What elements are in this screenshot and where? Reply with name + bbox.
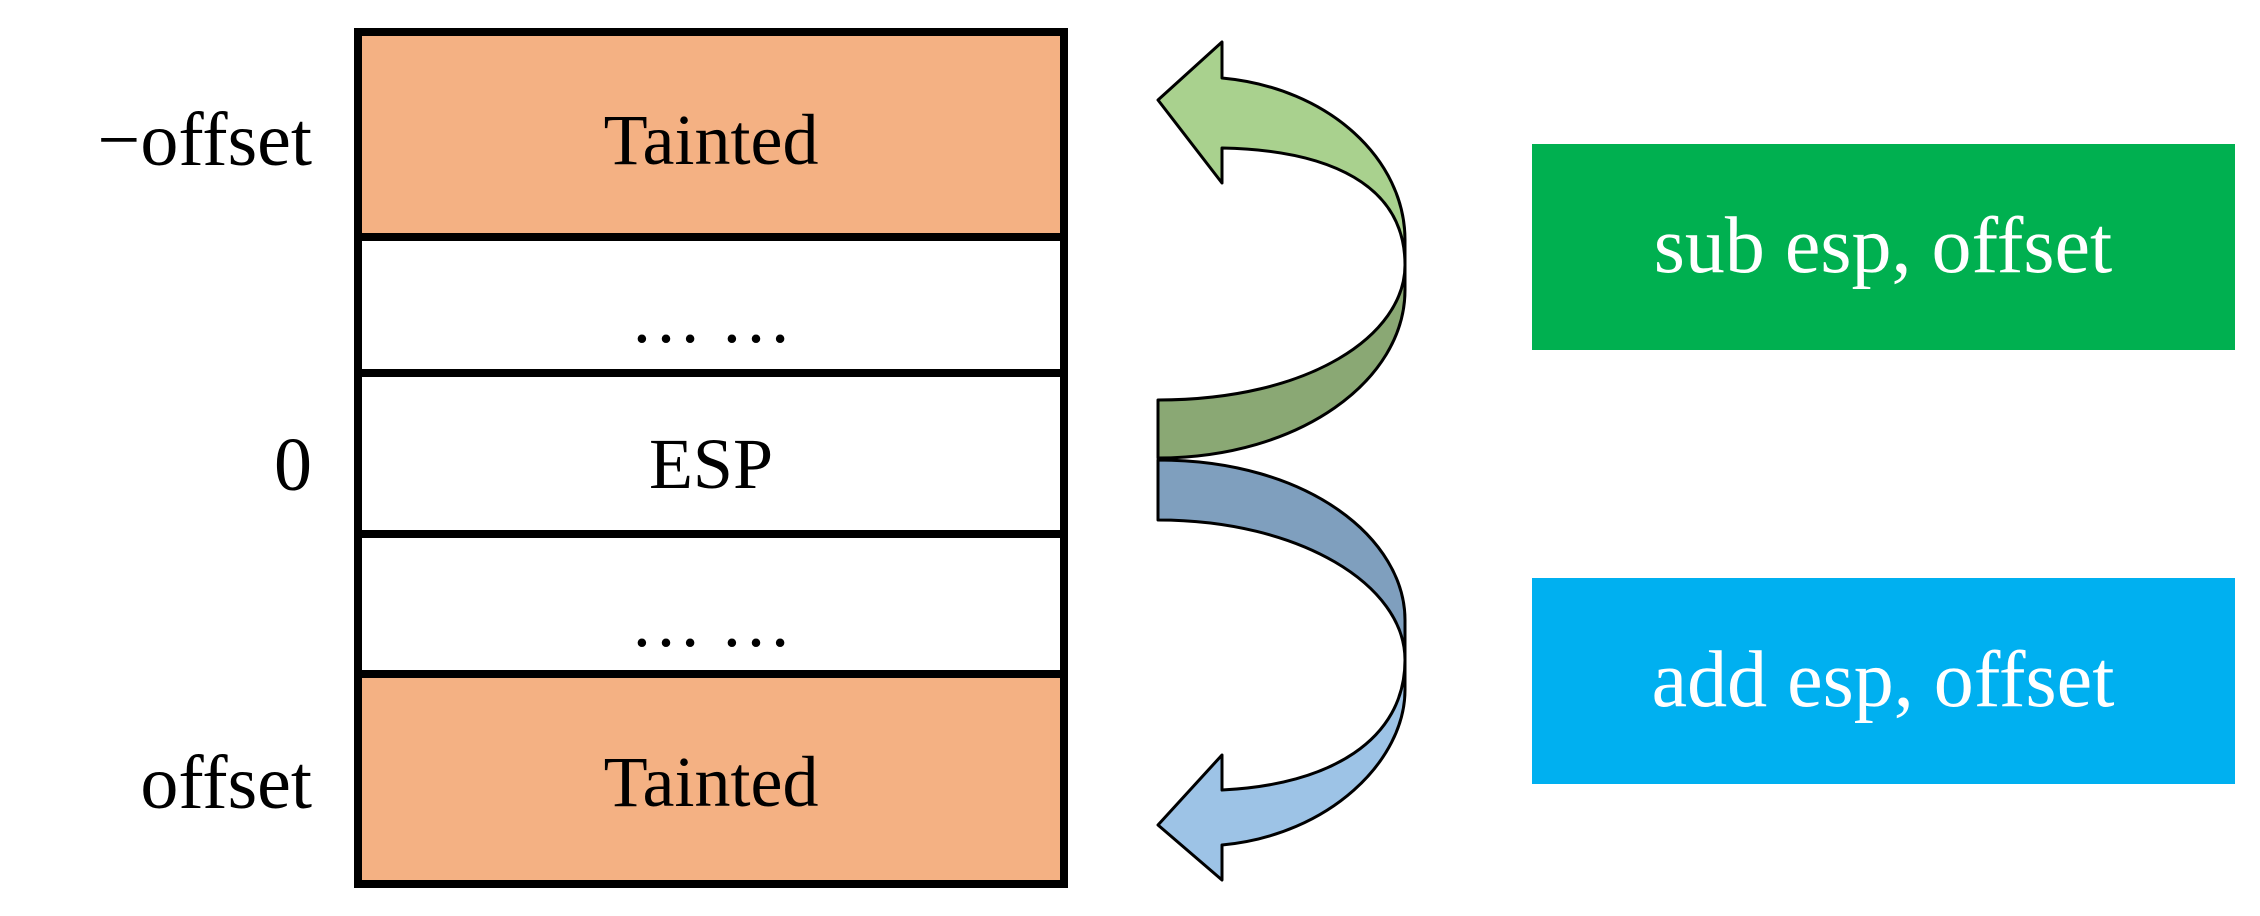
stack-row-label: … … — [630, 278, 792, 358]
instruction-sub-label: sub esp, offset — [1654, 202, 2112, 290]
curved-arrow-up-icon — [1156, 40, 1407, 460]
stack-row-label: ESP — [649, 424, 773, 504]
instruction-add: add esp, offset — [1532, 578, 2235, 784]
instruction-add-box — [1532, 578, 2235, 784]
offset-labels: −offset 0 offset — [97, 98, 312, 825]
arrow-up-lower-band — [1156, 263, 1407, 460]
stack-row-ellipsis-lower — [354, 530, 1068, 678]
curved-arrow-down-icon — [1156, 458, 1407, 882]
offset-label-negative: −offset — [97, 98, 312, 182]
instruction-sub-box — [1532, 144, 2235, 350]
arrow-down-lower-band — [1156, 658, 1407, 882]
arrow-down-upper-band — [1156, 458, 1407, 662]
instruction-sub: sub esp, offset — [1532, 144, 2235, 350]
stack-row-label: Tainted — [604, 742, 819, 822]
stack-row-tainted-bottom — [354, 670, 1068, 888]
offset-label-zero: 0 — [274, 423, 312, 507]
stack-column: Tainted … … ESP … … Tainted — [354, 28, 1068, 888]
offset-label-positive: offset — [140, 741, 312, 825]
stack-row-tainted-top — [354, 28, 1068, 241]
instruction-add-label: add esp, offset — [1652, 636, 2115, 724]
stack-row-label: … … — [630, 582, 792, 662]
arrow-up-upper-band — [1156, 40, 1407, 267]
stack-row-label: Tainted — [604, 100, 819, 180]
